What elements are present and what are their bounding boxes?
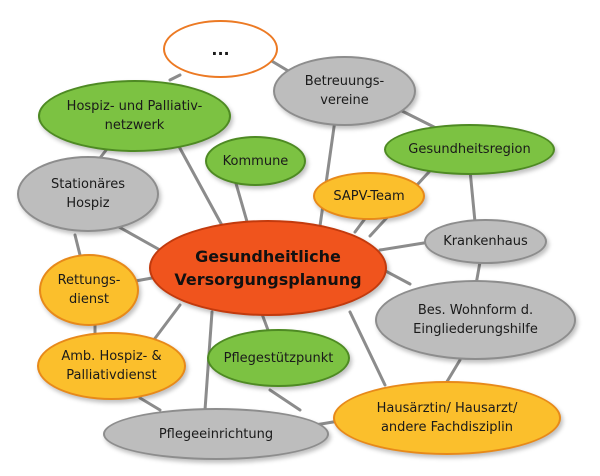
connector-hospiz-netz-more xyxy=(168,73,182,82)
node-wohnform: Bes. Wohnform d. Eingliederungshilfe xyxy=(375,280,576,360)
connector-rettungs-stationaer xyxy=(73,233,82,257)
node-pflegeeinrichtung: Pflegeeinrichtung xyxy=(103,408,329,460)
node-hausarzt-label: Hausärztin/ Hausarzt/ andere Fachdiszipl… xyxy=(376,401,518,435)
node-amb-hospiz: Amb. Hospiz- & Palliativdienst xyxy=(37,332,186,400)
connector-central-krankenhaus xyxy=(378,240,432,252)
node-pflegeeinrichtung-label: Pflegeeinrichtung xyxy=(158,426,274,442)
connector-central-hospiz-netzwerk xyxy=(168,128,232,242)
connector-pflegeeinrichtung-amb xyxy=(138,396,162,412)
connector-gesundheitsregion-krankenhaus xyxy=(468,168,477,224)
node-hospiz-palliativnetzwerk: Hospiz- und Palliativ- netzwerk xyxy=(38,80,231,152)
node-amb-hospiz-label: Amb. Hospiz- & Palliativdienst xyxy=(61,349,162,383)
node-central-gesundheitliche-versorgungsplanung: Gesundheitliche Versorgungsplanung xyxy=(149,220,387,316)
connector-central-pflegestuetzpunkt xyxy=(260,312,270,332)
node-pflegestuetzpunkt: Pflegestützpunkt xyxy=(207,329,350,387)
node-sapv-team-label: SAPV-Team xyxy=(333,188,405,204)
node-hausarzt: Hausärztin/ Hausarzt/ andere Fachdiszipl… xyxy=(333,381,561,455)
node-central-label: Gesundheitliche Versorgungsplanung xyxy=(174,247,362,289)
node-betreuungsvereine: Betreuungs- vereine xyxy=(273,56,416,126)
node-more: ... xyxy=(163,20,278,78)
connector-central-hausarzt xyxy=(348,310,387,387)
node-wohnform-label: Bes. Wohnform d. Eingliederungshilfe xyxy=(413,303,538,337)
node-kommune-label: Kommune xyxy=(222,153,289,169)
node-gesundheitsregion-label: Gesundheitsregion xyxy=(408,142,531,157)
node-stationaeres-hospiz-label: Stationäres Hospiz xyxy=(50,177,125,211)
node-hospiz-palliativnetzwerk-label: Hospiz- und Palliativ- netzwerk xyxy=(66,99,203,133)
node-more-label: ... xyxy=(211,39,230,59)
node-stationaeres-hospiz: Stationäres Hospiz xyxy=(17,156,159,232)
node-gesundheitsregion: Gesundheitsregion xyxy=(384,124,555,175)
connector-kommune-pflegeeinrichtung xyxy=(268,388,302,412)
node-kommune: Kommune xyxy=(205,136,306,186)
node-rettungsdienst: Rettungs- dienst xyxy=(39,254,139,326)
node-pflegestuetzpunkt-label: Pflegestützpunkt xyxy=(223,350,334,366)
node-krankenhaus-label: Krankenhaus xyxy=(443,234,528,249)
node-betreuungsvereine-label: Betreuungs- vereine xyxy=(304,74,385,108)
node-sapv-team: SAPV-Team xyxy=(313,172,425,220)
node-rettungsdienst-label: Rettungs- dienst xyxy=(57,273,121,307)
node-krankenhaus: Krankenhaus xyxy=(424,219,547,264)
